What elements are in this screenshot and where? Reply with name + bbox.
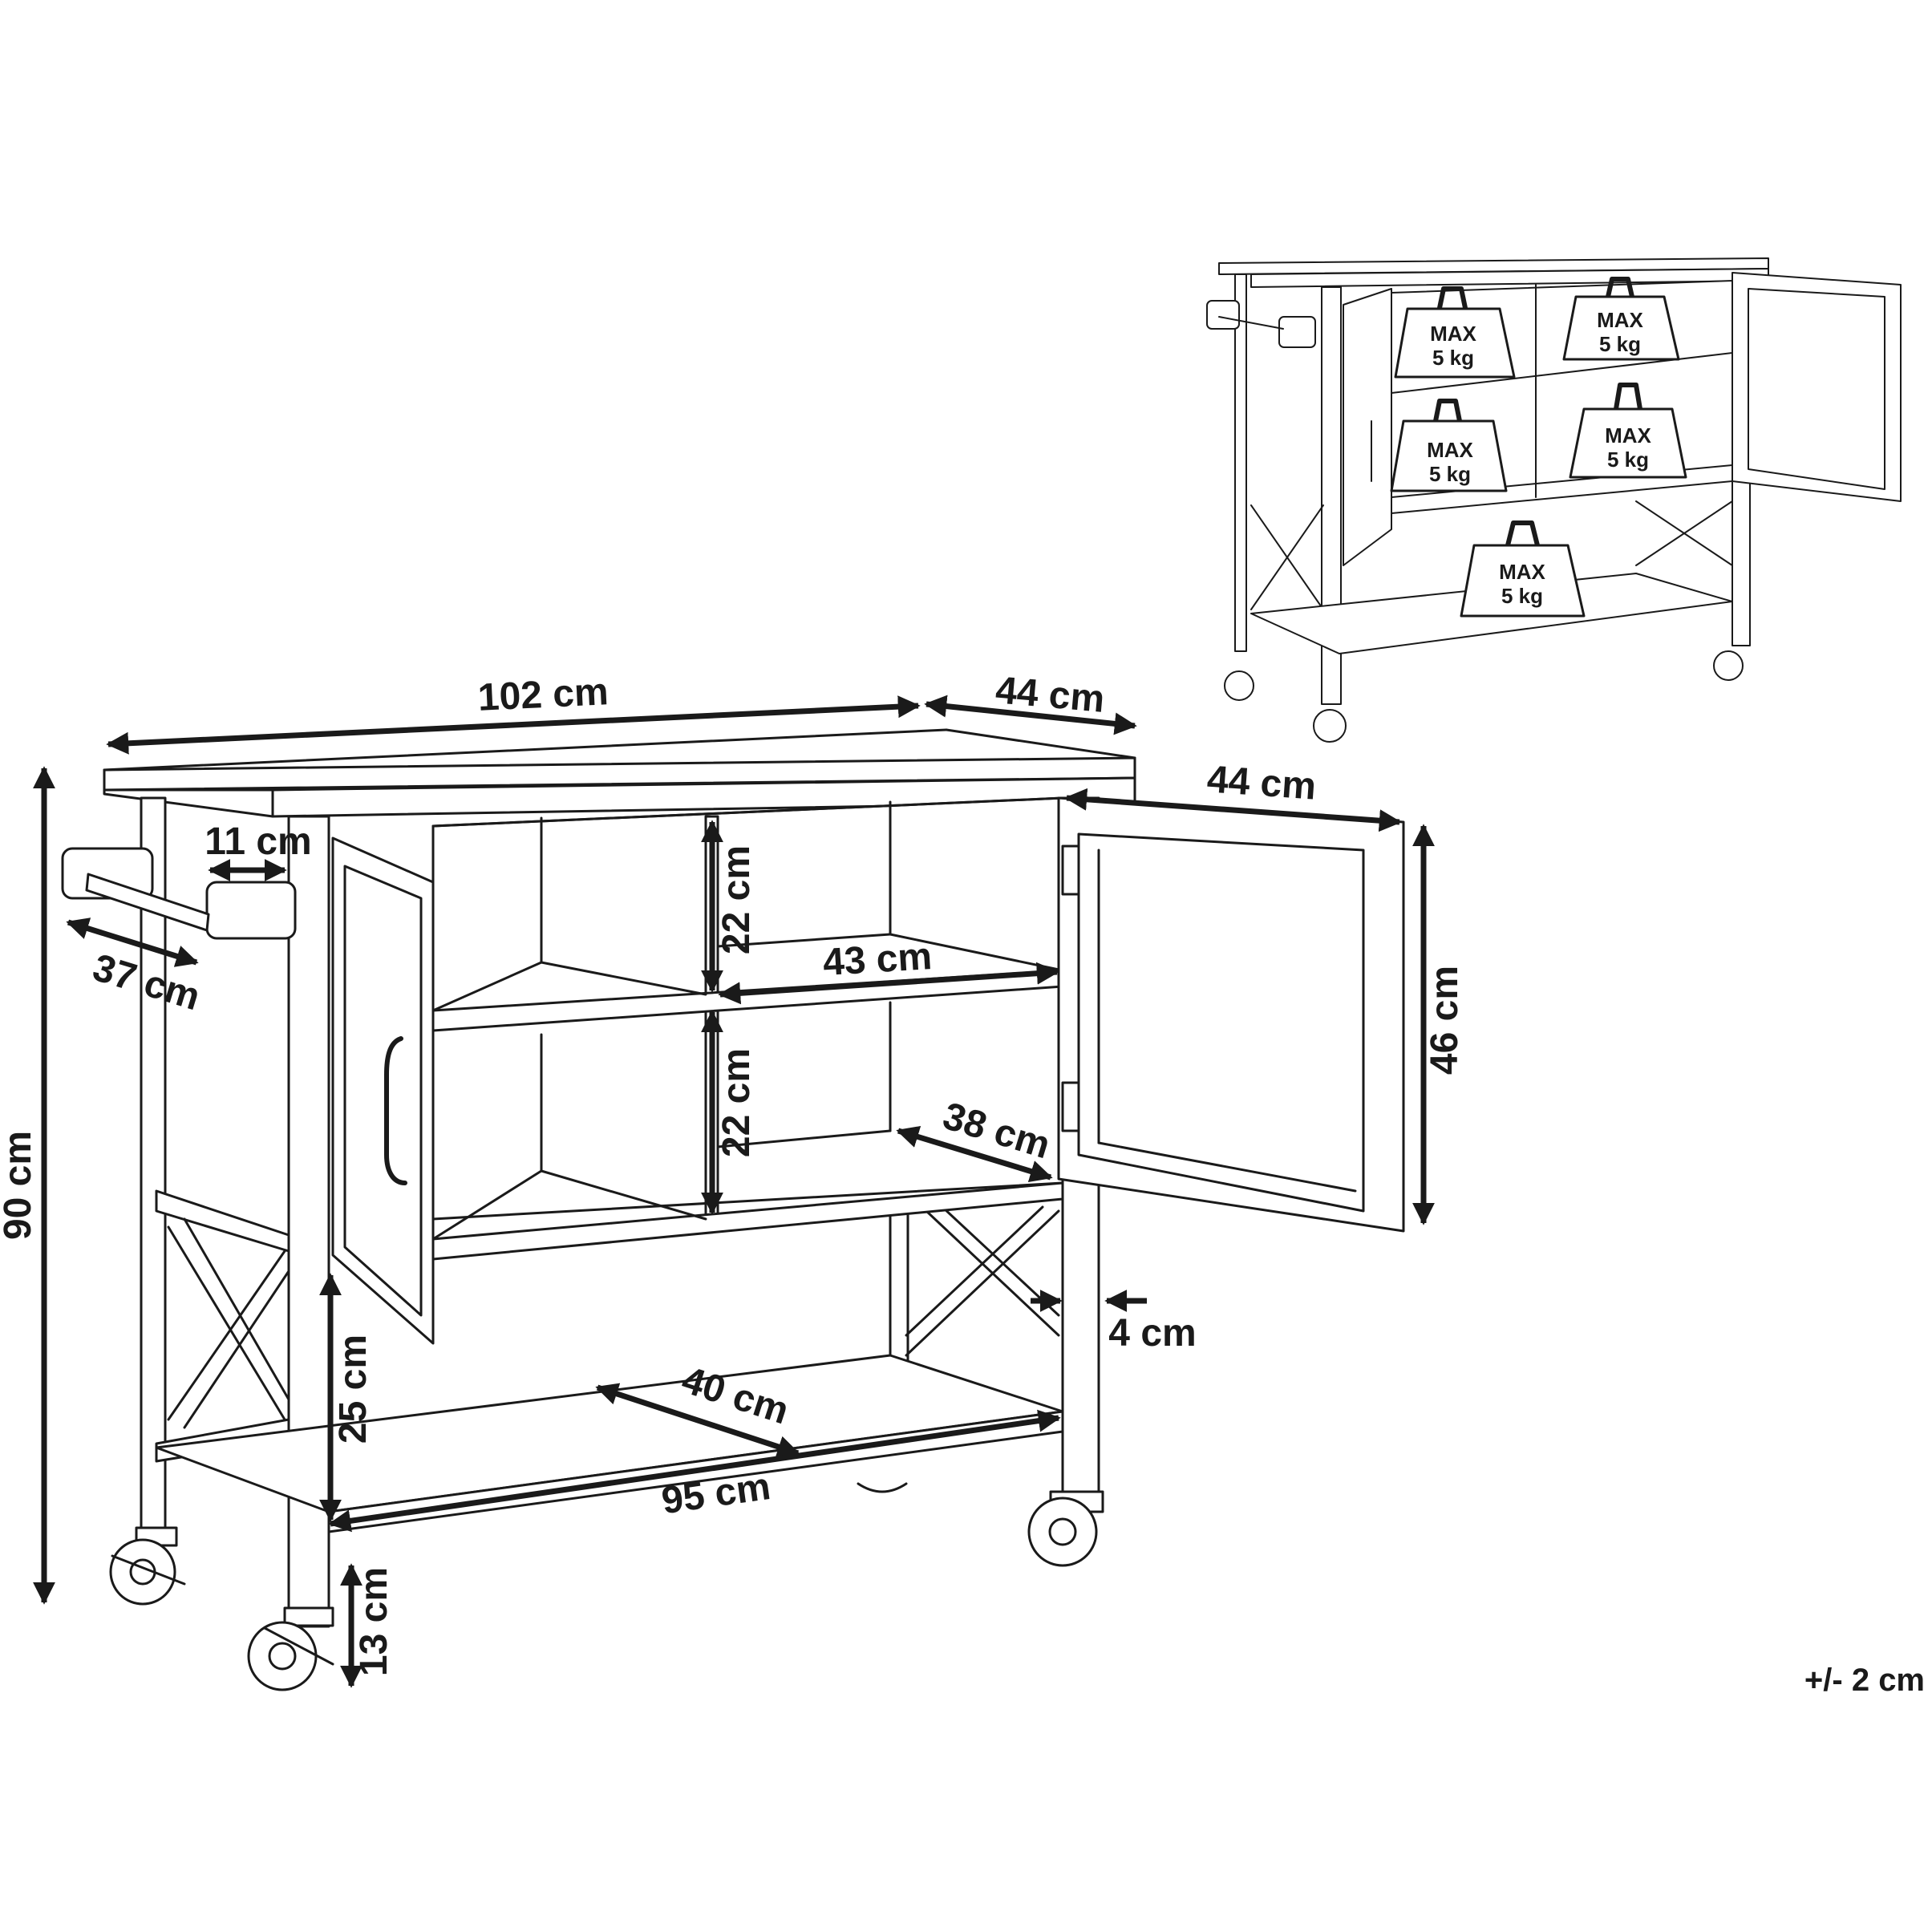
door-width-label: 44 cm <box>1205 758 1317 808</box>
door-width-arrow <box>1064 788 1402 832</box>
depth-top-arrow <box>924 695 1137 735</box>
handle-offset-label: 11 cm <box>205 820 311 863</box>
max-label: MAX <box>1430 322 1476 346</box>
left-door <box>331 836 435 1345</box>
weight-label: 5 kg <box>1599 332 1641 356</box>
weight-icon <box>1390 399 1508 492</box>
bottom-clearance-label: 25 cm <box>332 1335 375 1444</box>
handle-length-arrow <box>66 917 199 967</box>
weight-label: 5 kg <box>1607 448 1649 472</box>
right-side-x-brace <box>905 1205 1060 1357</box>
weight-icon <box>1569 383 1687 479</box>
upper-shelf-height-label: 22 cm <box>715 845 758 954</box>
max-label: MAX <box>1427 438 1473 462</box>
tolerance-note: +/- 2 cm <box>1804 1663 1925 1698</box>
door-height-label: 46 cm <box>1424 966 1466 1075</box>
total-height-label: 90 cm <box>0 1131 39 1240</box>
inner-width-arrow <box>718 962 1059 1005</box>
towel-bar <box>61 847 297 940</box>
bottom-shelf-width-arrow <box>328 1409 1061 1533</box>
weight-label: 5 kg <box>1432 346 1474 370</box>
width-top-arrow <box>106 695 921 755</box>
lower-shelf-height-label: 22 cm <box>715 1048 758 1157</box>
right-door <box>1057 796 1405 1233</box>
dimension-arrows <box>33 695 1435 1688</box>
width-top-label: 102 cm <box>477 670 610 719</box>
wheel-clearance-label: 13 cm <box>353 1567 395 1676</box>
load-limit-labels: MAX 5 kg MAX 5 kg MAX 5 kg MAX 5 kg MAX … <box>1427 308 1651 608</box>
wheels <box>109 1482 1104 1691</box>
weight-icon <box>1394 286 1516 379</box>
countertop <box>103 728 1136 818</box>
weight-label: 5 kg <box>1429 462 1471 486</box>
weight-label: 5 kg <box>1501 584 1543 608</box>
weight-icons <box>1390 277 1687 618</box>
max-label: MAX <box>1605 423 1651 448</box>
inner-width-label: 43 cm <box>822 935 934 984</box>
max-label: MAX <box>1499 560 1545 584</box>
left-side-x-brace <box>155 1189 290 1463</box>
inner-depth-arrow <box>896 1125 1053 1183</box>
small-cart-load-diagram <box>1206 257 1902 743</box>
max-label: MAX <box>1597 308 1643 332</box>
leg-width-label: 4 cm <box>1108 1312 1196 1355</box>
depth-top-label: 44 cm <box>994 669 1106 721</box>
weight-icon <box>1562 277 1680 361</box>
weight-icon <box>1460 520 1586 618</box>
